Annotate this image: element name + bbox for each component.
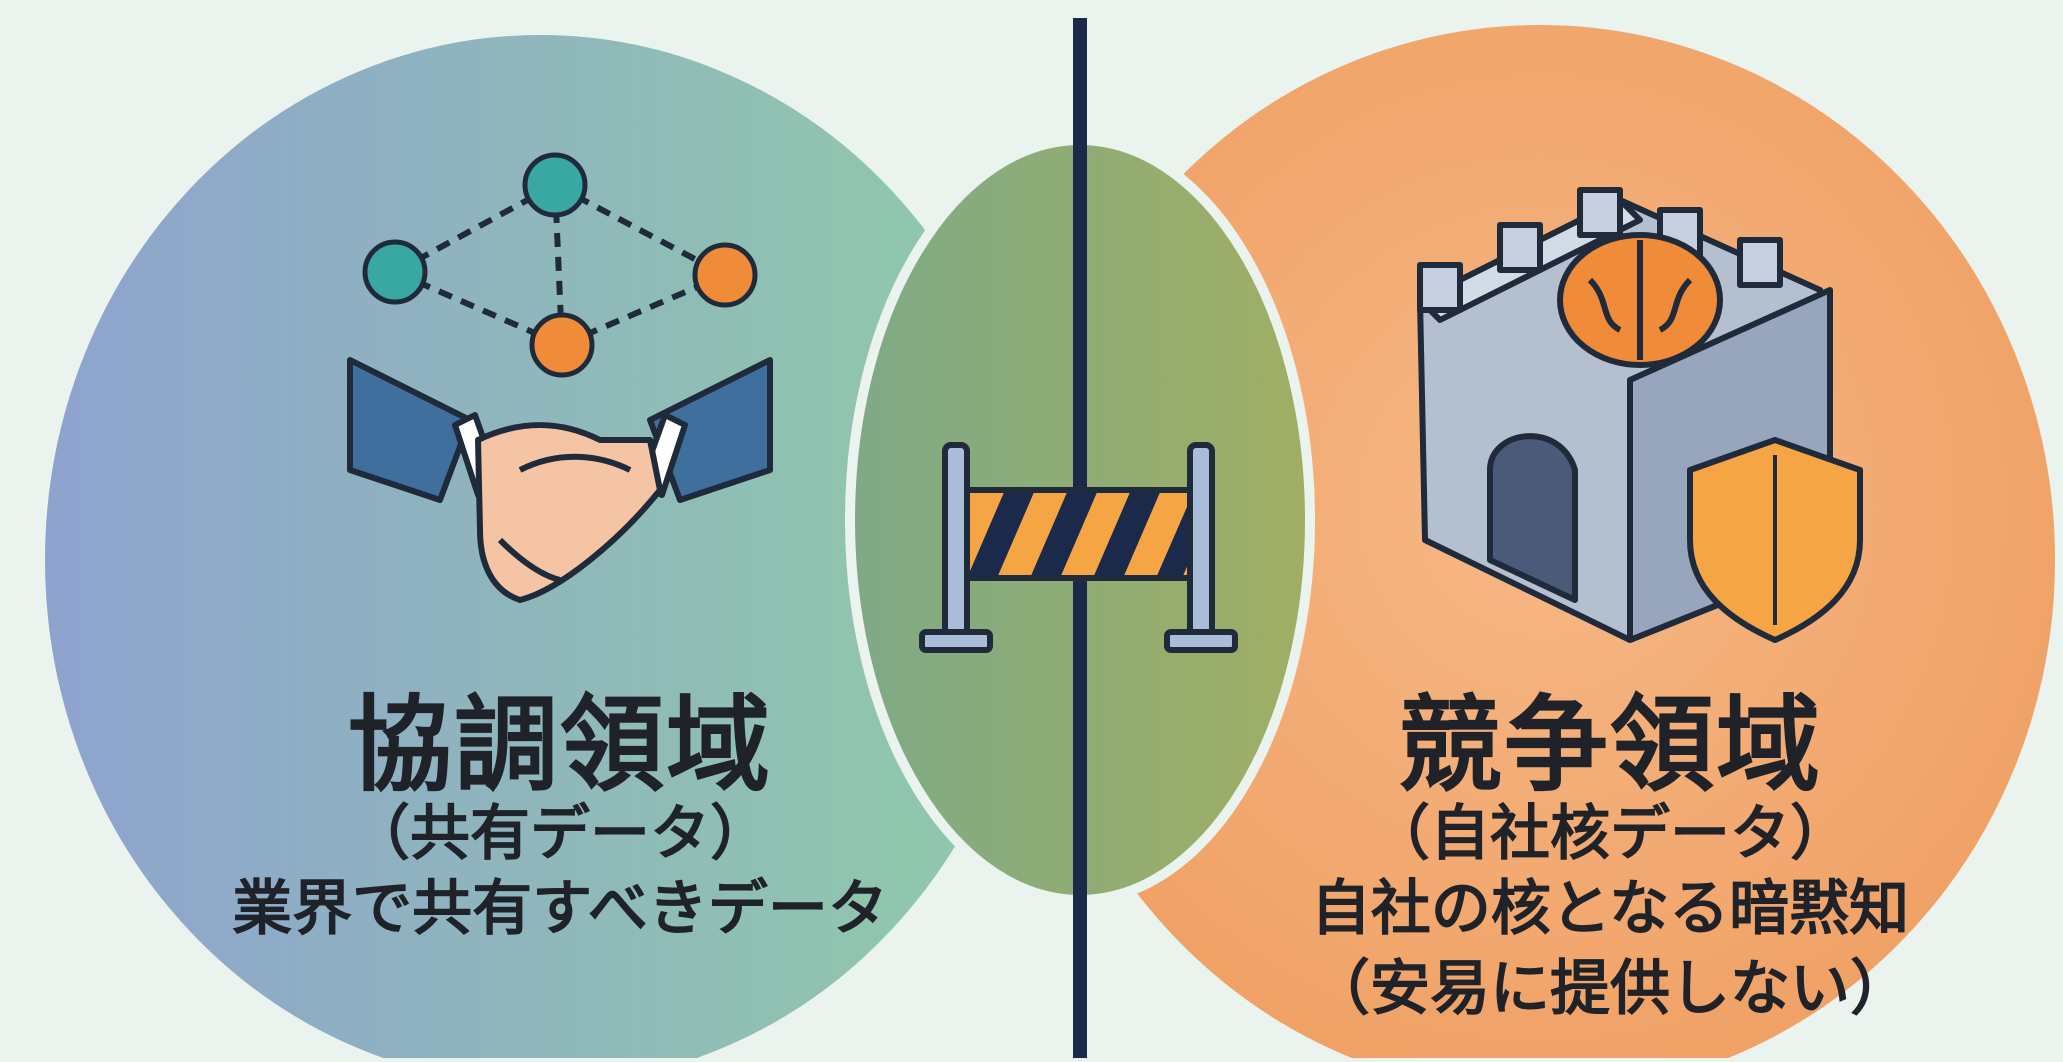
brain-icon <box>1557 232 1723 368</box>
shield-icon <box>1687 437 1863 643</box>
competitive-area-note: （安易に提供しない） <box>1310 954 1910 1024</box>
cooperative-area-title: 協調領域 <box>347 684 772 806</box>
competitive-area-title: 競争領域 <box>1397 684 1822 806</box>
competitive-area-subtitle: （自社核データ） <box>1370 799 1850 869</box>
network-nodes-icon <box>362 152 758 378</box>
cooperative-area-subtitle: （共有データ） <box>350 799 770 869</box>
castle-icon <box>1417 187 1863 643</box>
competitive-area-description: 自社の核となる暗黙知 <box>1310 874 1910 944</box>
barrier-icon <box>919 442 1238 653</box>
handshake-icon <box>347 357 773 603</box>
cooperative-area-description: 業界で共有すべきデータ <box>232 874 888 944</box>
